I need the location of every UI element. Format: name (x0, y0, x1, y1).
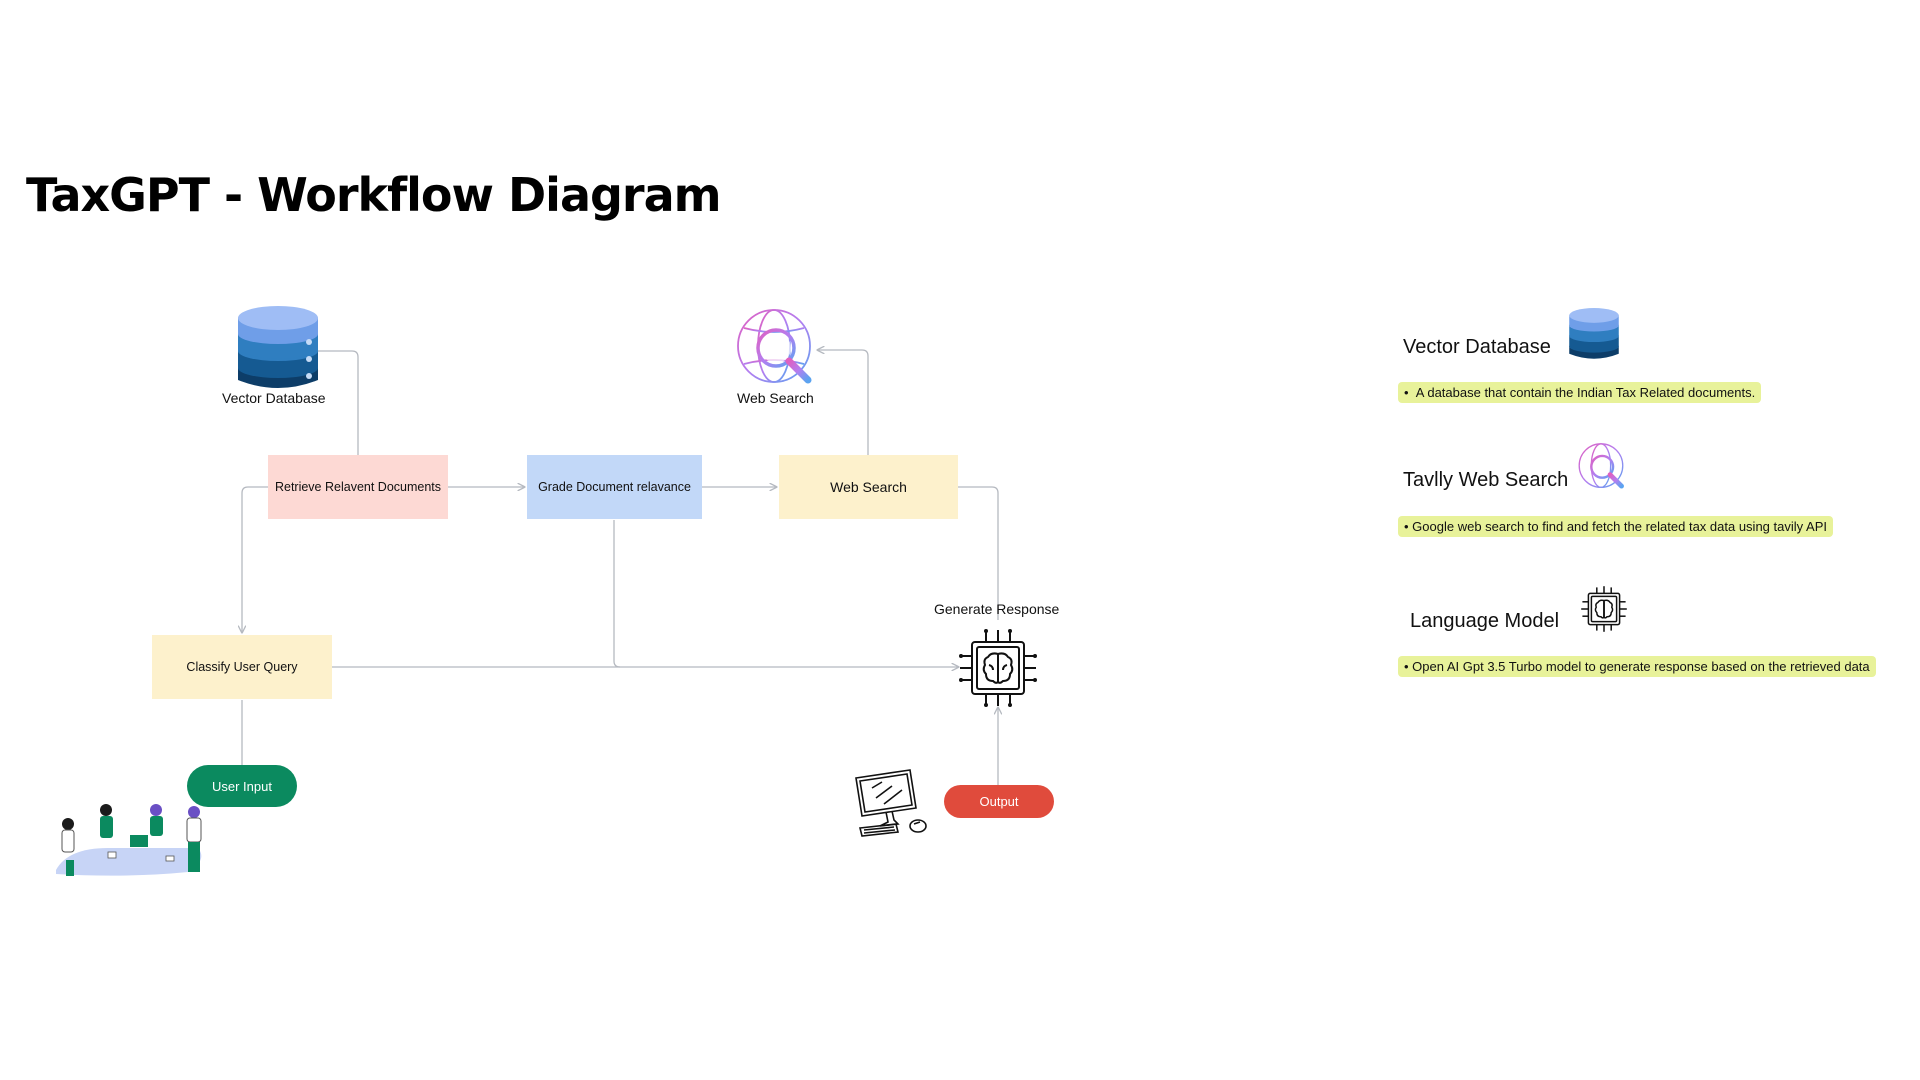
output-pill[interactable]: Output (944, 785, 1054, 818)
legend-vector-database-note: • A database that contain the Indian Tax… (1398, 382, 1762, 403)
classify-user-query-node[interactable]: Classify User Query (152, 635, 332, 699)
generate-response-caption: Generate Response (934, 601, 1060, 617)
ai-chip-brain-icon (1581, 586, 1627, 632)
web-search-icon (1578, 443, 1624, 489)
database-icon (238, 306, 318, 388)
web-search-caption: Web Search (737, 390, 814, 406)
legend-language-model-note: • Open AI Gpt 3.5 Turbo model to generat… (1398, 656, 1876, 677)
connector-classify-retrieve (242, 486, 268, 632)
connector-websearch-icon (818, 350, 869, 455)
legend-language-model-heading: Language Model (1410, 610, 1560, 632)
web-search-icon (737, 309, 812, 384)
bullet: • (1404, 659, 1413, 674)
bullet: • (1404, 519, 1413, 534)
page-title: TaxGPT - Workflow Diagram (26, 168, 722, 222)
user-input-pill[interactable]: User Input (187, 765, 297, 807)
connector-websearch-generate (958, 486, 999, 620)
connector-grade-generate (613, 520, 621, 668)
retrieve-documents-node[interactable]: Retrieve Relavent Documents (268, 455, 448, 519)
web-search-node[interactable]: Web Search (779, 455, 958, 519)
legend-web-search-note: • Google web search to find and fetch th… (1398, 516, 1833, 537)
legend-vector-database-heading: Vector Database (1403, 336, 1551, 358)
grade-document-node[interactable]: Grade Document relavance (527, 455, 702, 519)
team-collaboration-illustration (56, 804, 202, 876)
ai-chip-brain-icon (959, 629, 1037, 707)
connector-db-retrieve (318, 350, 359, 455)
database-icon (1569, 308, 1619, 359)
legend-web-search-heading: Tavlly Web Search (1403, 469, 1569, 491)
bullet: • (1404, 385, 1416, 400)
vector-database-caption: Vector Database (222, 390, 326, 406)
computer-icon (855, 769, 927, 837)
